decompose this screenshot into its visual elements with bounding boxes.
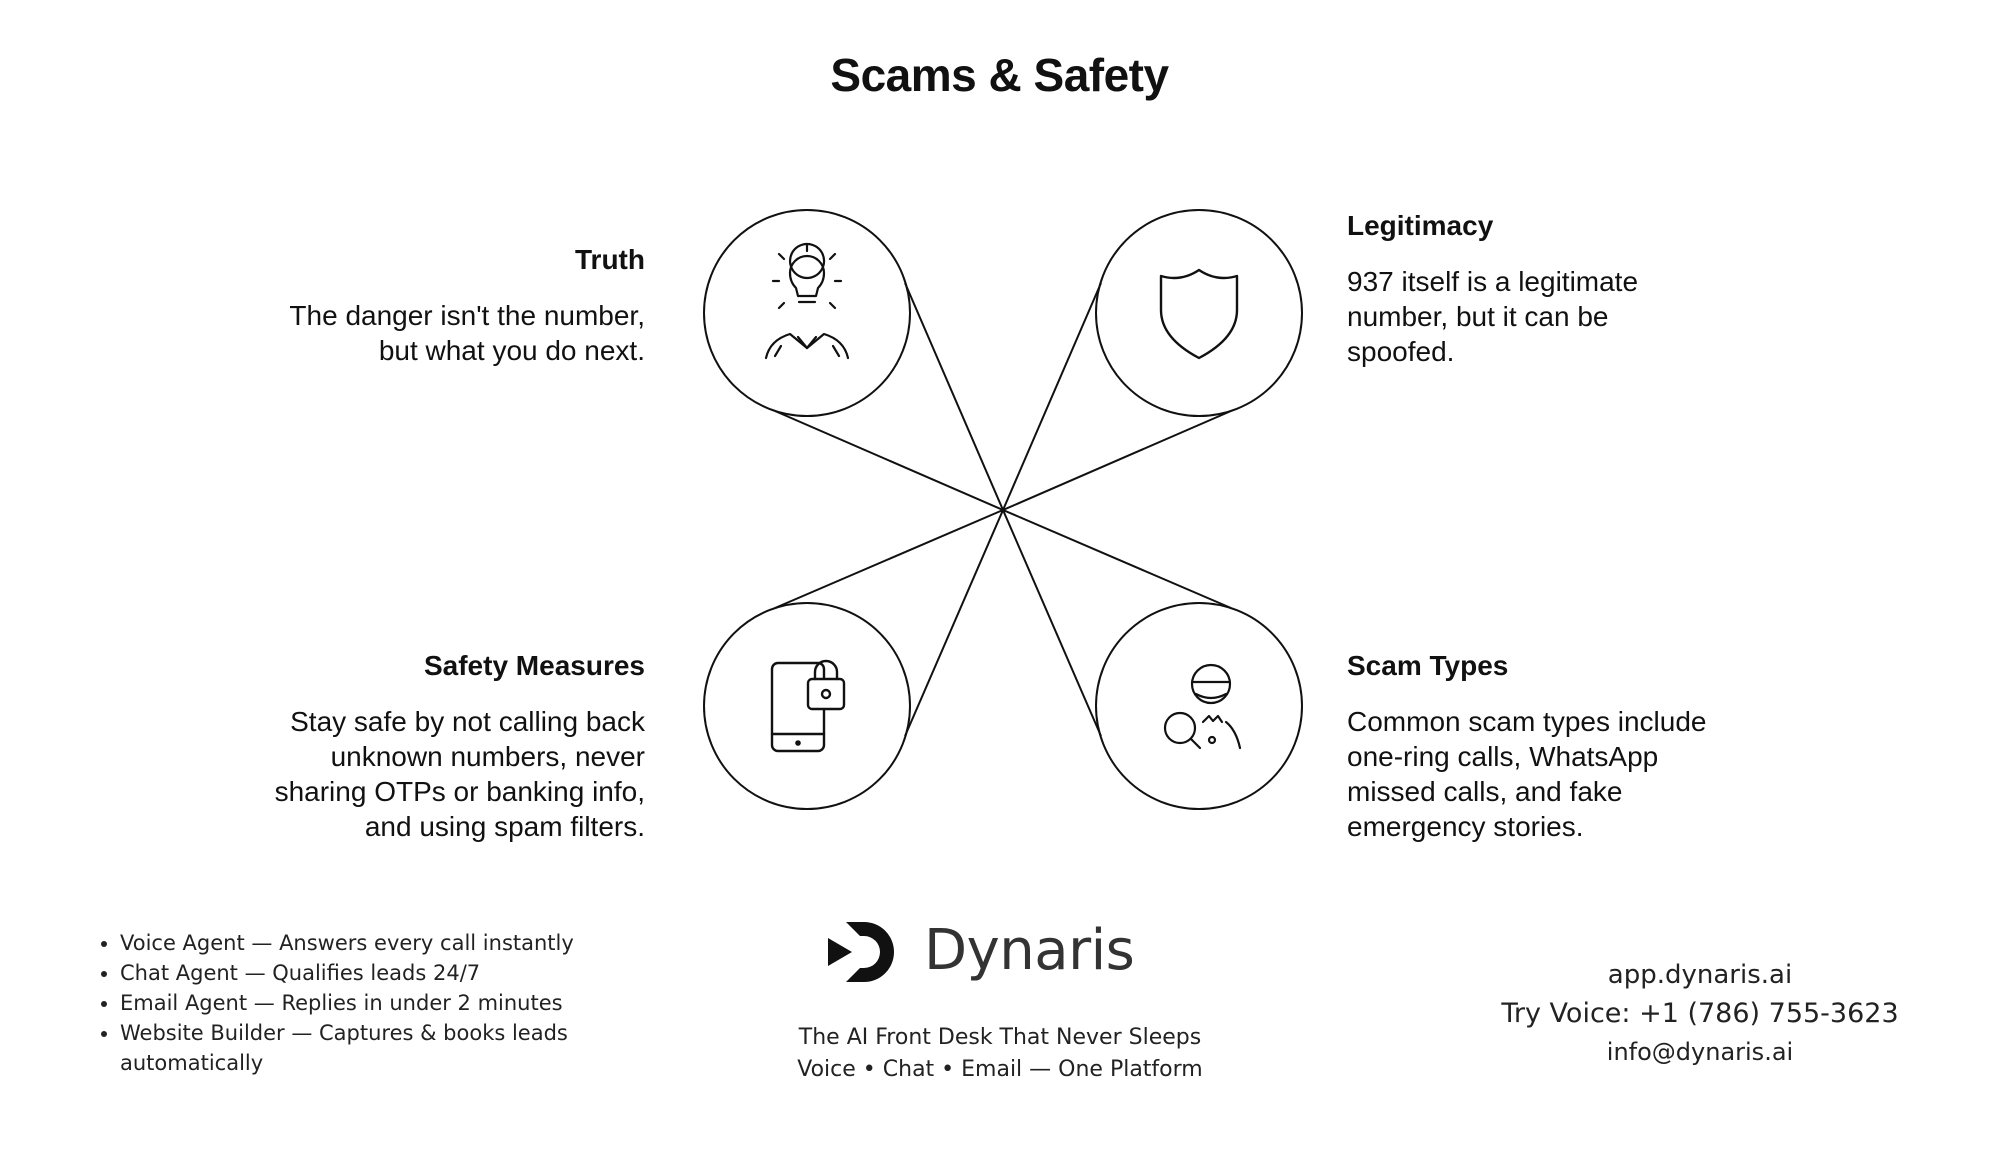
brand-subtagline: Voice • Chat • Email — One Platform	[797, 1057, 1203, 1082]
contact-phone[interactable]: Try Voice: +1 (786) 755-3623	[1501, 998, 1899, 1029]
contact-email[interactable]: info@dynaris.ai	[1606, 1038, 1794, 1066]
feature-item: Chat Agent — Qualifies leads 24/7	[120, 958, 640, 988]
node-body-legitimacy: 937 itself is a legitimate number, but i…	[1347, 266, 1639, 367]
node-scam: Scam Types Common scam types include one…	[1347, 650, 1787, 844]
brand-logo-icon	[828, 922, 894, 982]
node-circle-truth	[703, 209, 911, 417]
node-body-safety: Stay safe by not calling back unknown nu…	[274, 706, 645, 842]
node-body-truth: The danger isn't the number, but what yo…	[289, 300, 645, 366]
connector-legitimacy	[1001, 282, 1232, 512]
connector-scam	[1001, 508, 1232, 737]
node-circle-scam	[1095, 602, 1303, 810]
detective-search-icon	[1163, 663, 1242, 750]
feature-item: Voice Agent — Answers every call instant…	[120, 928, 640, 958]
node-body-scam: Common scam types include one-ring calls…	[1347, 706, 1707, 842]
node-circle-safety	[703, 602, 911, 810]
connector-truth	[774, 282, 1005, 512]
contact-url[interactable]: app.dynaris.ai	[1607, 960, 1793, 990]
lightbulb-person-icon	[764, 242, 850, 360]
phone-lock-icon	[770, 659, 846, 753]
node-heading-truth: Truth	[575, 244, 645, 275]
feature-item: Website Builder — Captures & books leads…	[120, 1018, 640, 1078]
feature-item: Email Agent — Replies in under 2 minutes	[120, 988, 640, 1018]
node-safety: Safety Measures Stay safe by not calling…	[205, 650, 645, 844]
page-title: Scams & Safety	[830, 49, 1169, 101]
node-heading-safety: Safety Measures	[423, 650, 645, 681]
brand-name: Dynaris	[924, 918, 1135, 983]
node-legitimacy: Legitimacy 937 itself is a legitimate nu…	[1347, 210, 1787, 369]
node-heading-legitimacy: Legitimacy	[1347, 210, 1494, 241]
brand-tagline: The AI Front Desk That Never Sleeps	[798, 1025, 1202, 1050]
node-circle-legitimacy	[1095, 209, 1303, 417]
feature-list: Voice Agent — Answers every call instant…	[98, 928, 640, 1078]
node-truth: Truth The danger isn't the number, but w…	[205, 244, 645, 368]
shield-icon	[1159, 268, 1239, 360]
node-heading-scam: Scam Types	[1347, 650, 1509, 681]
